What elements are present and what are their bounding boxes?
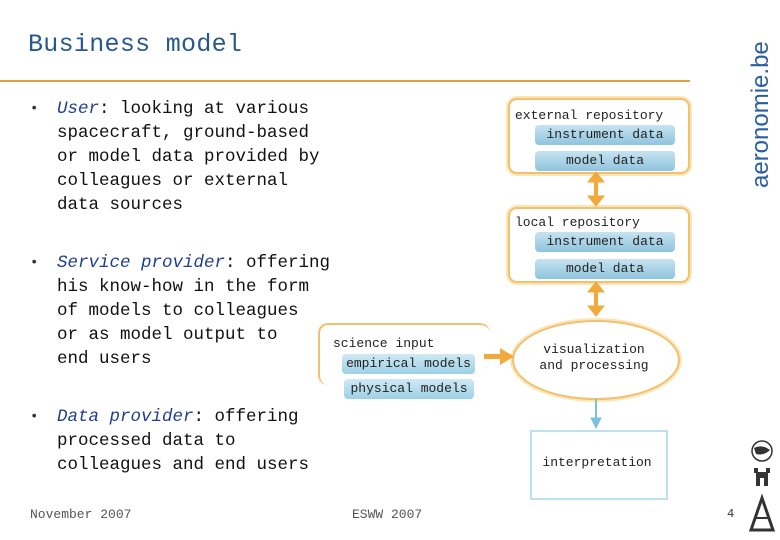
interpretation-label: interpretation bbox=[542, 455, 652, 470]
local-instrument-data: instrument data bbox=[535, 232, 675, 252]
bullet-dot: • bbox=[30, 101, 39, 117]
footer-date: November 2007 bbox=[30, 507, 132, 522]
bullet-lead: Data provider bbox=[57, 407, 194, 427]
bullet-data-provider: Data provider: offering processed data t… bbox=[57, 405, 309, 477]
brand-text: aeronomie.be bbox=[747, 41, 774, 188]
double-arrow-icon bbox=[586, 281, 606, 317]
partner-logos bbox=[748, 440, 776, 532]
triangle-logo-icon bbox=[748, 493, 776, 532]
bullet-dot: • bbox=[30, 255, 39, 271]
external-instrument-data: instrument data bbox=[535, 125, 675, 145]
footer-event: ESWW 2007 bbox=[352, 507, 423, 522]
title-divider bbox=[0, 80, 690, 82]
down-arrow-icon bbox=[590, 399, 602, 430]
science-input-label: science input bbox=[333, 336, 435, 351]
local-repository-title: local repository bbox=[515, 215, 640, 230]
bullet-text: : offering his know-how in the form of m… bbox=[57, 253, 331, 369]
interpretation-box bbox=[530, 430, 668, 500]
bullet-text: : looking at various spacecraft, ground-… bbox=[57, 99, 320, 215]
external-model-data: model data bbox=[535, 151, 675, 171]
bullet-user: User: looking at various spacecraft, gro… bbox=[57, 97, 320, 217]
visualization-label: visualization and processing bbox=[539, 342, 649, 373]
empirical-models-pill: empirical models bbox=[342, 354, 475, 374]
bullet-lead: Service provider bbox=[57, 253, 226, 273]
slide-title: Business model bbox=[28, 30, 243, 59]
visualization-node bbox=[512, 320, 680, 400]
aeronomie-logo: aeronomie.be bbox=[742, 8, 776, 188]
bullet-text: : offering processed data to colleagues … bbox=[57, 407, 310, 475]
right-arrow-icon bbox=[484, 348, 514, 365]
double-arrow-icon bbox=[586, 171, 606, 207]
castle-icon bbox=[754, 468, 770, 486]
external-repository-title: external repository bbox=[515, 108, 664, 123]
globe-icon bbox=[751, 440, 773, 462]
bullet-service-provider: Service provider: offering his know-how … bbox=[57, 251, 330, 371]
bullet-lead: User bbox=[57, 99, 100, 119]
local-model-data: model data bbox=[535, 259, 675, 279]
page-number: 4 bbox=[727, 507, 735, 521]
bullet-dot: • bbox=[30, 409, 39, 425]
physical-models-pill: physical models bbox=[344, 379, 474, 399]
